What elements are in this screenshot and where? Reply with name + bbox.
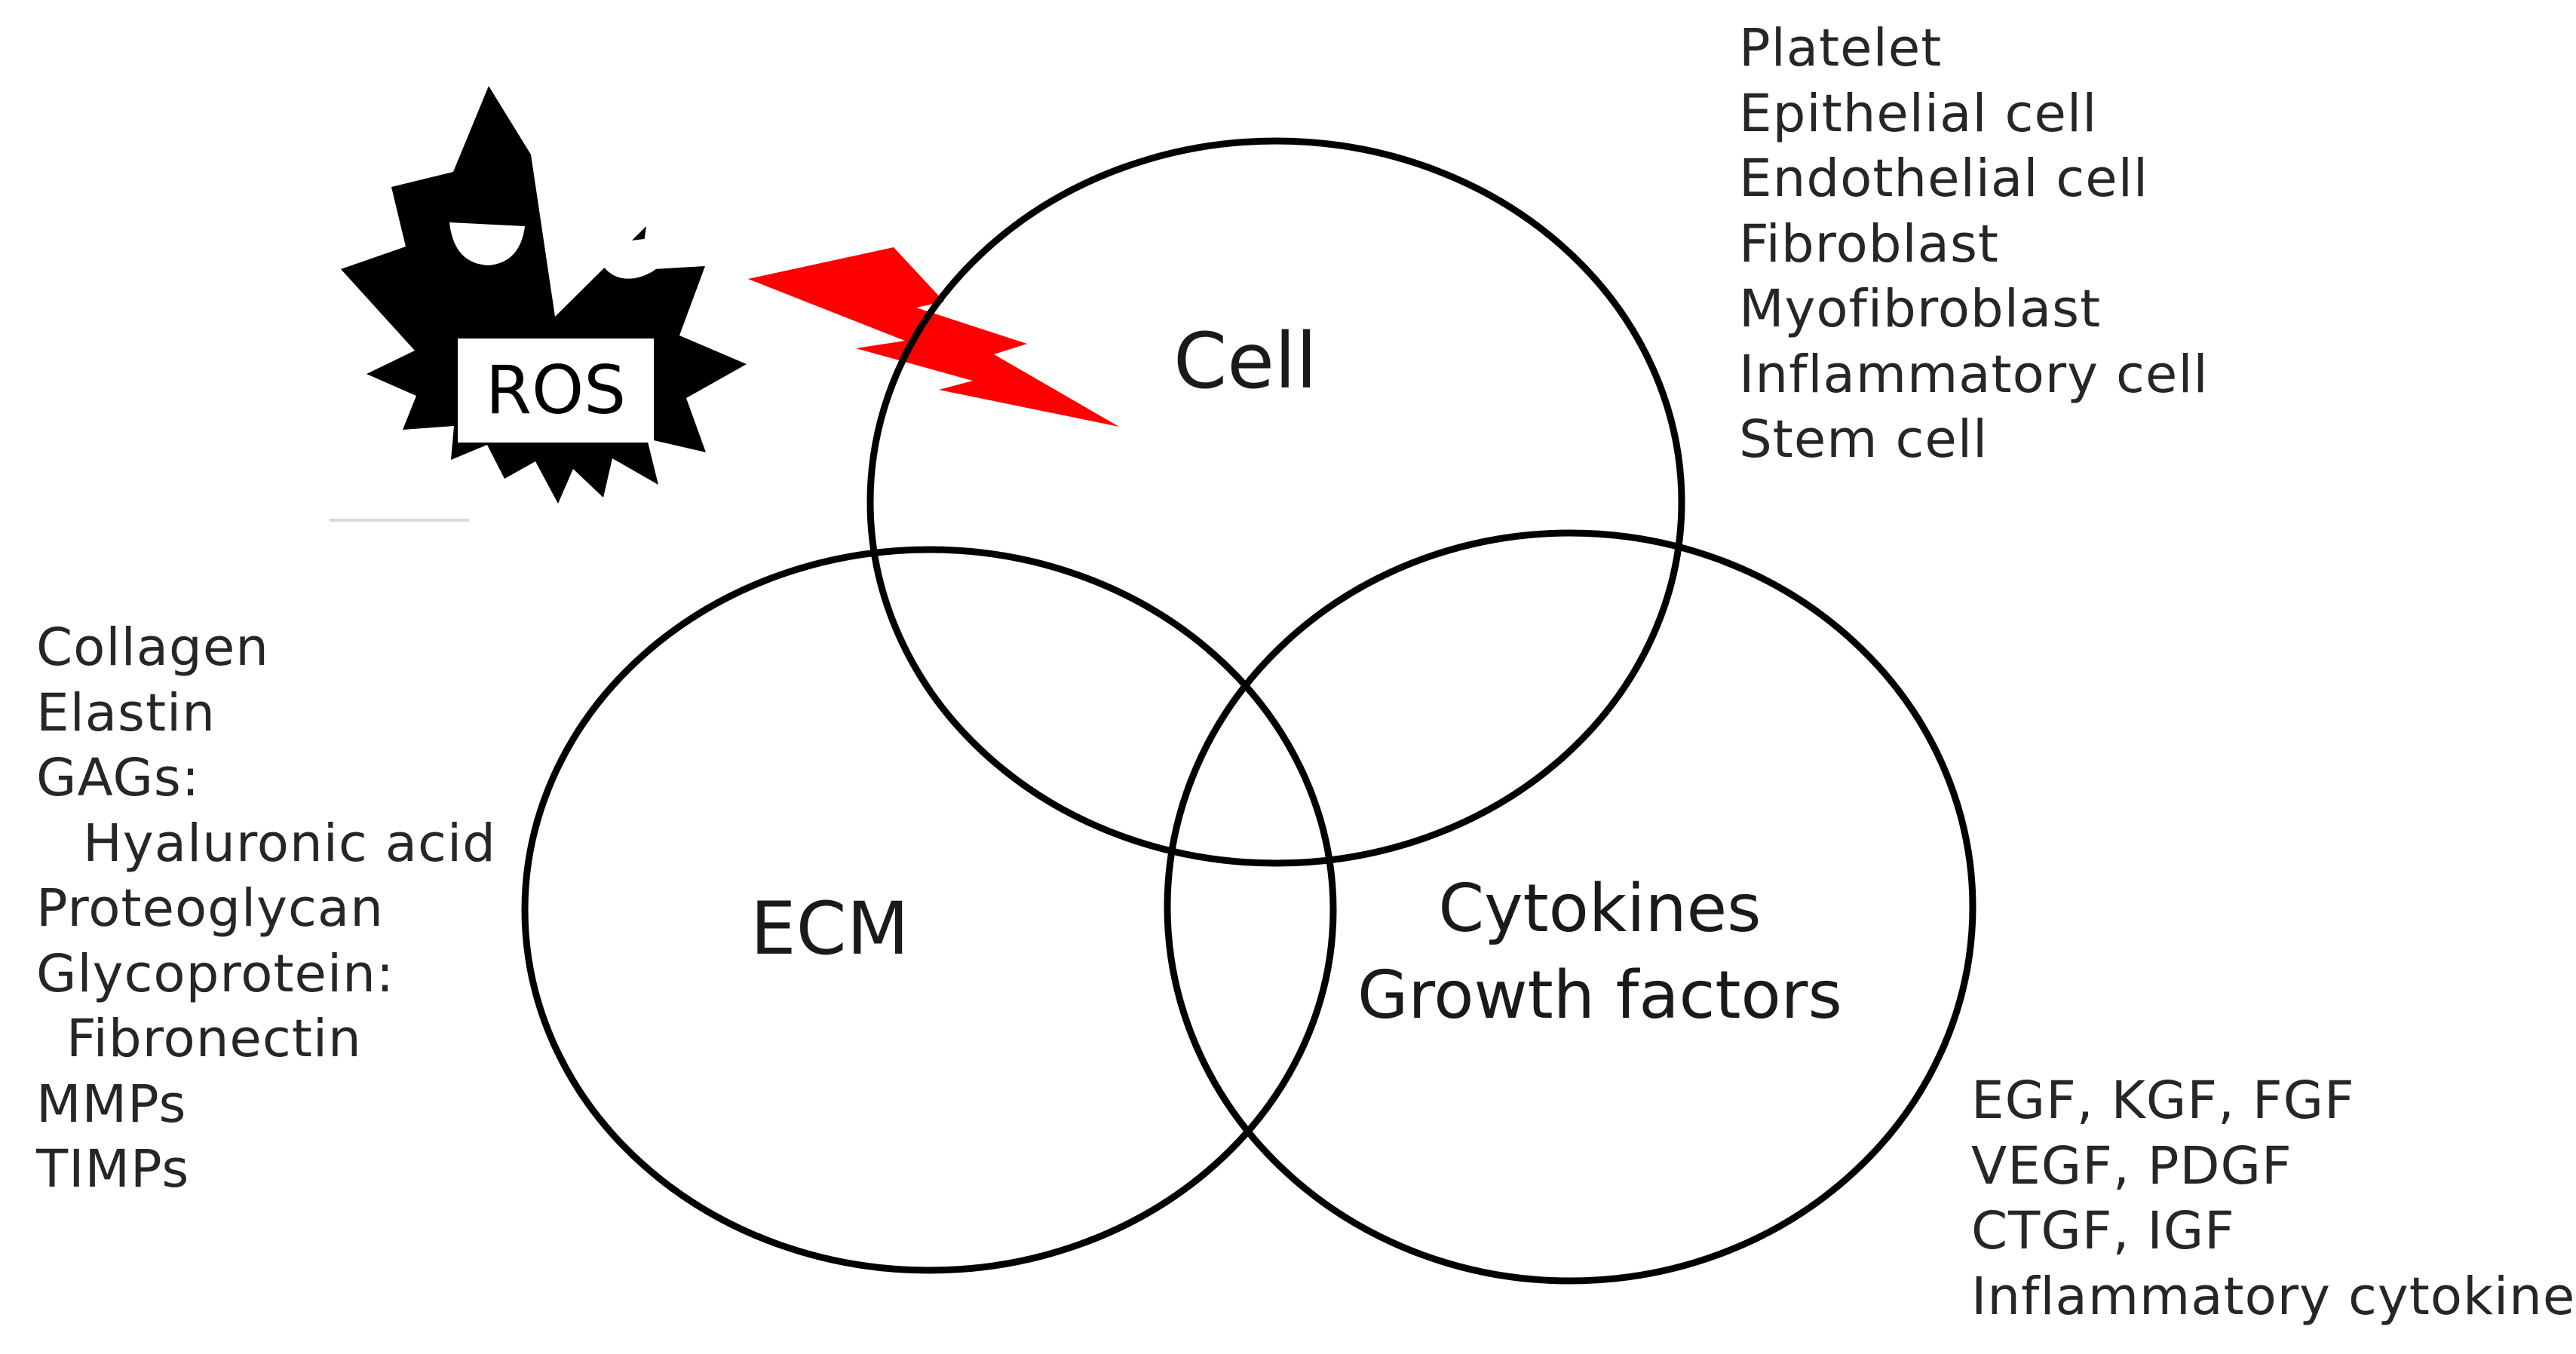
list-item: Stem cell <box>1739 409 1989 470</box>
ecm-circle <box>521 546 1337 1274</box>
list-item: Endothelial cell <box>1739 149 2149 209</box>
list-subitem: Hyaluronic acid <box>83 813 496 874</box>
list-item: Inflammatory cytokines <box>1971 1266 2576 1327</box>
list-item: TIMPs <box>36 1139 190 1199</box>
cytokines-label-line2: Growth factors <box>1357 957 1842 1034</box>
list-item: GAGs: <box>36 748 201 808</box>
list-item: EGF, KGF, FGF <box>1971 1071 2355 1131</box>
ecm-circle-label: ECM <box>750 887 909 971</box>
lightning-bolt-icon <box>748 247 1119 427</box>
cell-circle <box>866 137 1685 867</box>
cell-circle-label: Cell <box>1173 317 1317 406</box>
list-item: VEGF, PDGF <box>1971 1135 2292 1196</box>
ecm-component-list: Collagen Elastin GAGs: Hyaluronic acid P… <box>36 615 496 1202</box>
cytokines-circle <box>1164 529 1976 1285</box>
list-subitem: Fibronectin <box>66 1009 362 1069</box>
list-item: Elastin <box>36 682 216 743</box>
ros-right-eye <box>594 235 675 279</box>
list-item: Collagen <box>36 617 269 678</box>
cytokines-label-line1: Cytokines <box>1438 870 1762 947</box>
cell-type-list: Platelet Epithelial cell Endothelial cel… <box>1739 16 2209 473</box>
ros-label: ROS <box>458 338 654 443</box>
list-item: Platelet <box>1739 18 1943 78</box>
cytokines-circle-label: Cytokines Growth factors <box>1357 865 1842 1039</box>
list-item: Inflammatory cell <box>1739 344 2209 405</box>
list-item: Proteoglycan <box>36 878 384 939</box>
list-item: CTGF, IGF <box>1971 1201 2235 1261</box>
list-item: Fibroblast <box>1739 213 1999 274</box>
list-item: Epithelial cell <box>1739 83 2098 144</box>
list-item: Glycoprotein: <box>36 943 395 1004</box>
ros-left-eye <box>449 222 525 265</box>
cytokine-list: EGF, KGF, FGF VEGF, PDGF CTGF, IGF Infla… <box>1971 1068 2576 1329</box>
list-item: MMPs <box>36 1074 187 1135</box>
list-item: Myofibroblast <box>1739 279 2102 339</box>
